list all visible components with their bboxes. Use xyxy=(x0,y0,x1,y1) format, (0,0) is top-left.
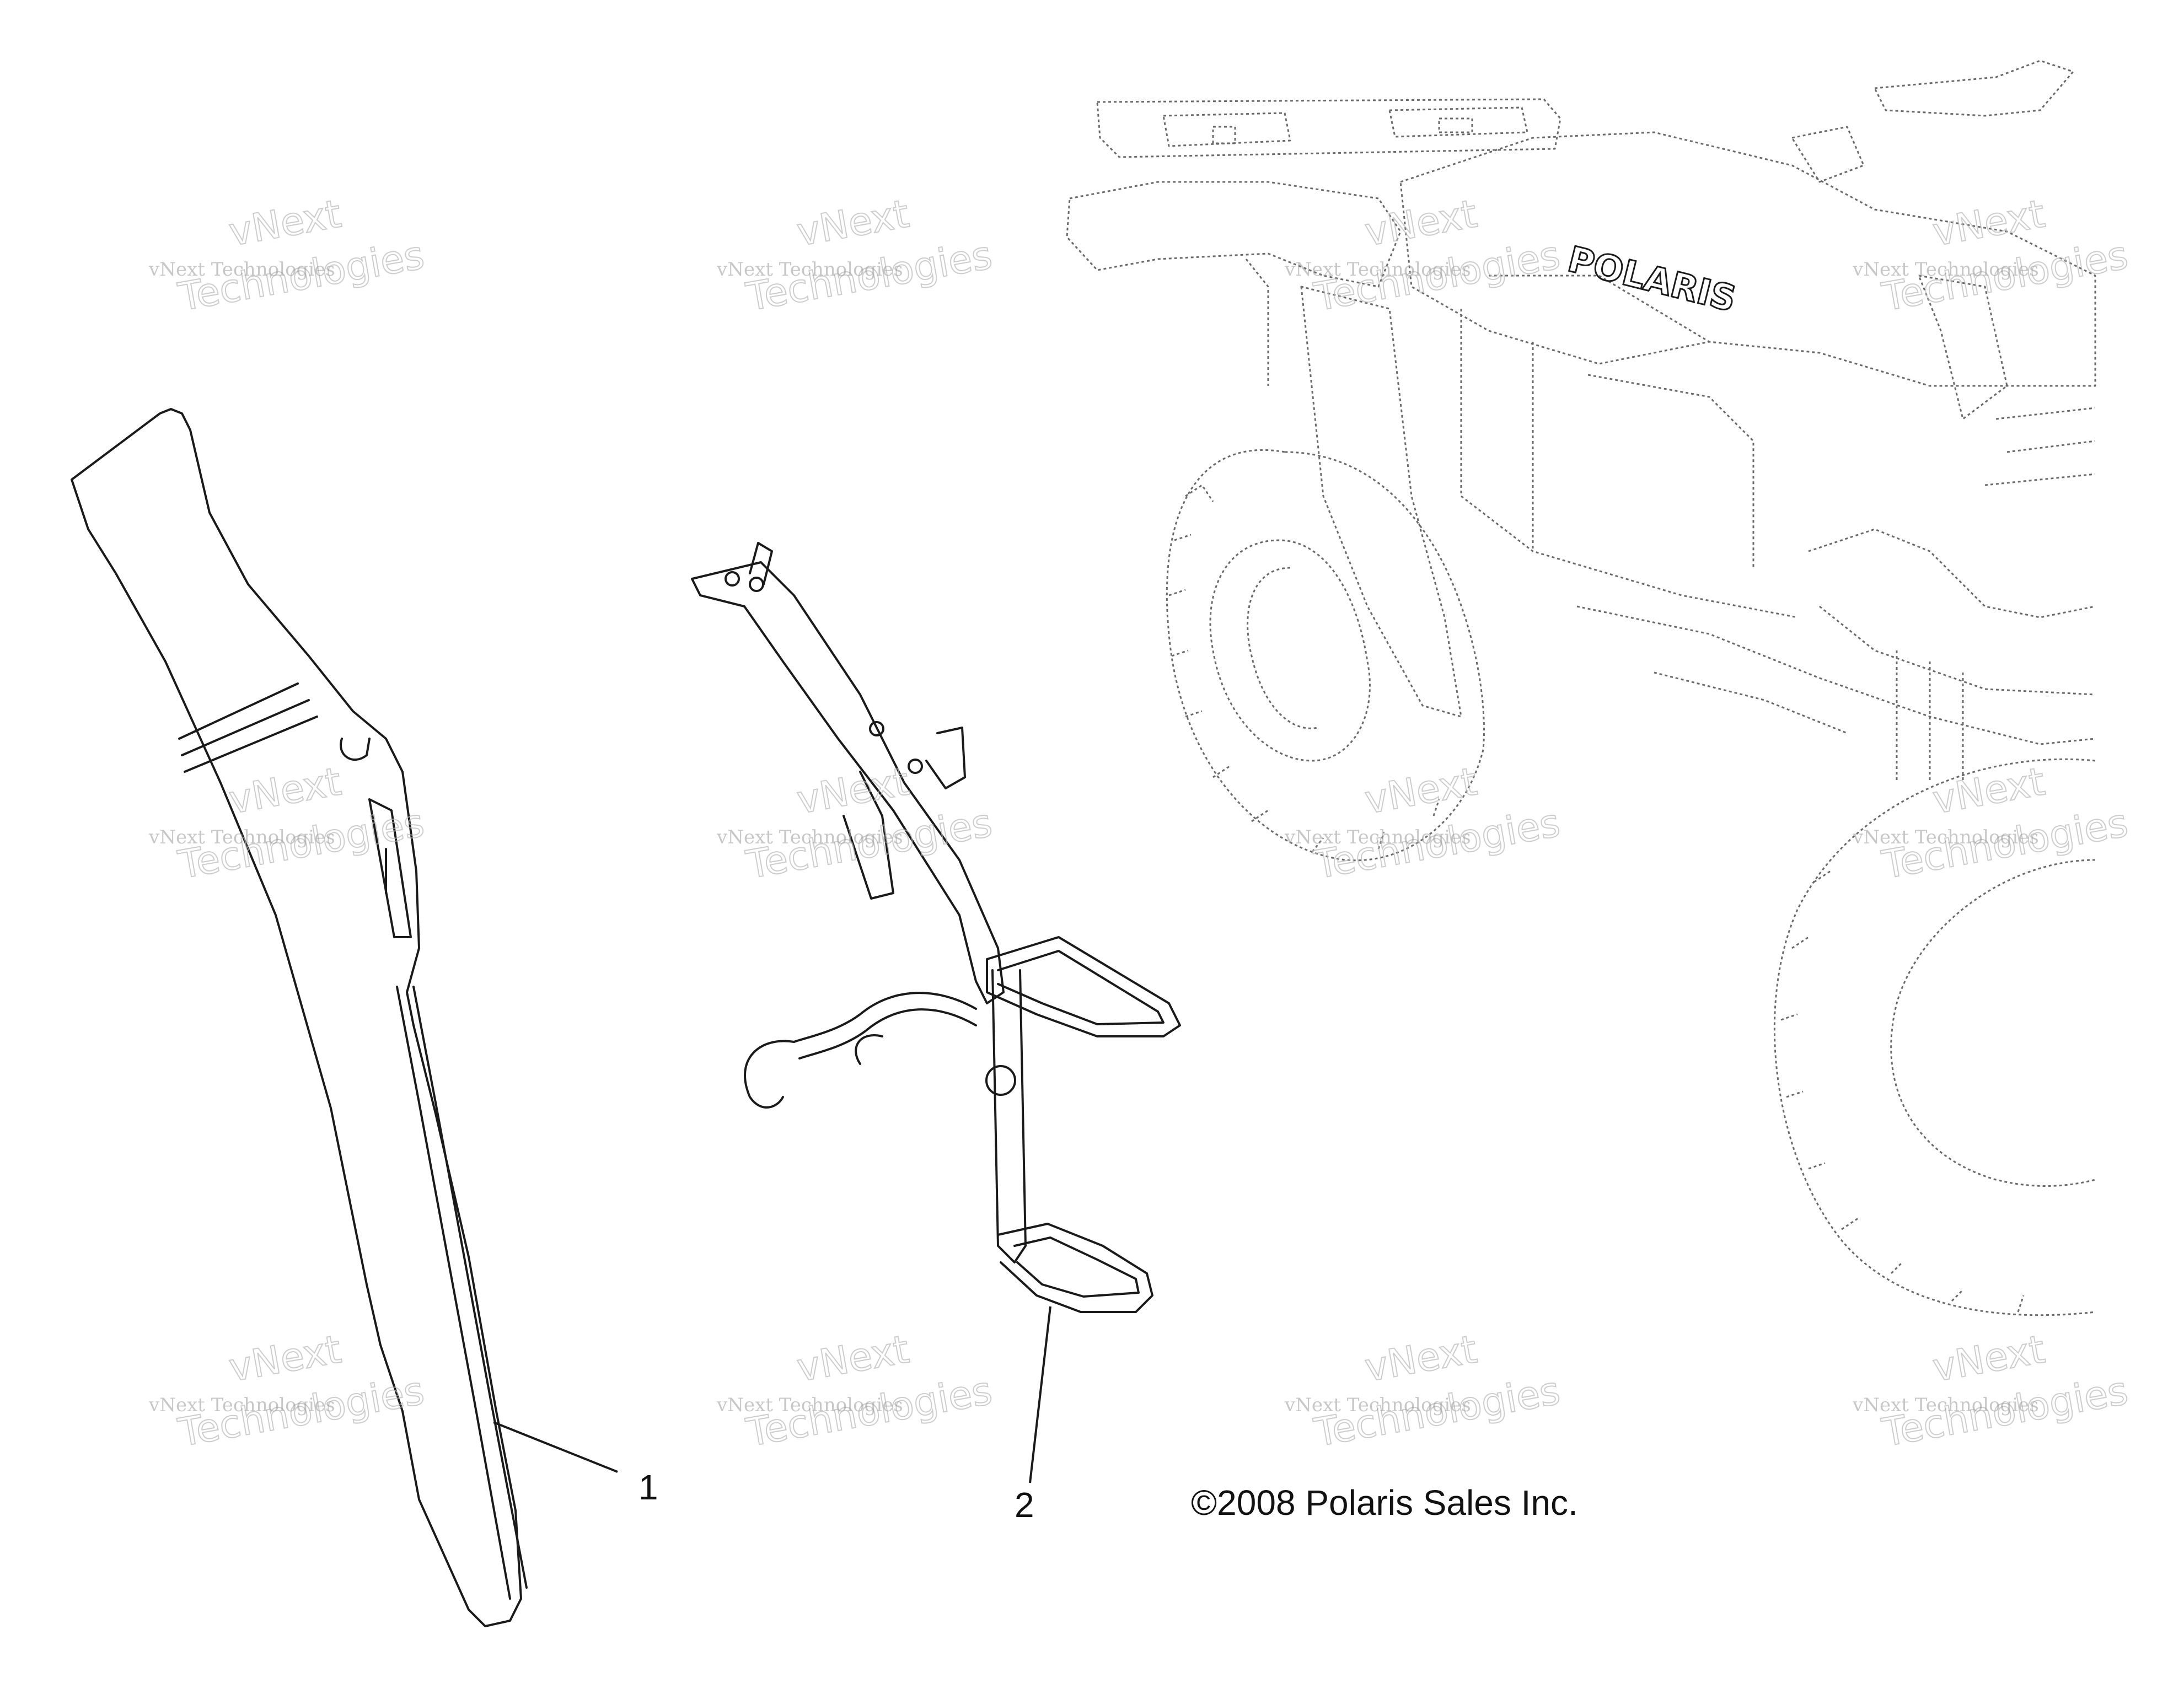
svg-text:vNext: vNext xyxy=(1361,1326,1480,1390)
watermark: vNext Technologies vNext Technologies xyxy=(1852,1326,2132,1456)
watermark: vNext Technologies vNext Technologies xyxy=(716,1326,996,1456)
watermark: vNext Technologies vNext Technologies xyxy=(716,758,996,888)
svg-text:vNext: vNext xyxy=(793,1326,913,1390)
svg-text:vNext Technologies: vNext Technologies xyxy=(1284,1394,1471,1416)
callout-1-label: 1 xyxy=(638,1467,658,1507)
watermark: vNext Technologies vNext Technologies xyxy=(1284,1326,1564,1456)
watermark: vNext Technologies vNext Technologies xyxy=(148,190,428,320)
watermark-grid: vNext Technologies vNext Technologies vN… xyxy=(148,190,2132,1456)
atv-reference-illustration xyxy=(1066,60,2096,1316)
svg-text:vNext: vNext xyxy=(226,1326,345,1390)
copyright-notice: ©2008 Polaris Sales Inc. xyxy=(1191,1483,1578,1523)
watermark: vNext Technologies vNext Technologies xyxy=(1852,758,2132,888)
svg-text:vNext Technologies: vNext Technologies xyxy=(148,1394,335,1416)
svg-text:vNext Technologies: vNext Technologies xyxy=(1284,259,1471,281)
svg-text:vNext Technologies: vNext Technologies xyxy=(716,1394,903,1416)
watermark: vNext Technologies vNext Technologies xyxy=(1852,190,2132,320)
svg-text:vNext: vNext xyxy=(226,759,345,822)
part-2-holder-bracket xyxy=(691,542,1181,1313)
watermark: vNext Technologies vNext Technologies xyxy=(148,758,428,888)
svg-text:vNext: vNext xyxy=(1929,759,2048,822)
svg-text:vNext: vNext xyxy=(1929,191,2048,255)
watermark: vNext Technologies vNext Technologies xyxy=(1284,758,1564,888)
svg-text:vNext: vNext xyxy=(793,191,913,255)
svg-text:vNext Technologies: vNext Technologies xyxy=(1284,826,1471,848)
svg-text:vNext Technologies: vNext Technologies xyxy=(716,826,903,848)
callout-1-leader xyxy=(493,1421,618,1473)
watermark: vNext Technologies vNext Technologies xyxy=(716,190,996,320)
watermark: vNext Technologies vNext Technologies xyxy=(1284,190,1564,320)
svg-text:vNext Technologies: vNext Technologies xyxy=(716,259,903,281)
svg-text:vNext: vNext xyxy=(1929,1326,2048,1390)
svg-text:vNext: vNext xyxy=(1361,191,1480,255)
callout-2-leader xyxy=(1029,1306,1051,1483)
svg-text:vNext Technologies: vNext Technologies xyxy=(148,826,335,848)
watermark: vNext Technologies vNext Technologies xyxy=(148,1326,428,1456)
svg-text:vNext Technologies: vNext Technologies xyxy=(1852,826,2039,848)
svg-text:vNext Technologies: vNext Technologies xyxy=(1852,259,2039,281)
callout-2-label: 2 xyxy=(1015,1485,1034,1525)
svg-text:vNext: vNext xyxy=(1361,759,1480,822)
svg-text:vNext: vNext xyxy=(226,191,345,255)
part-1-gun-boot xyxy=(71,408,528,1627)
svg-text:vNext Technologies: vNext Technologies xyxy=(148,259,335,281)
svg-text:vNext Technologies: vNext Technologies xyxy=(1852,1394,2039,1416)
